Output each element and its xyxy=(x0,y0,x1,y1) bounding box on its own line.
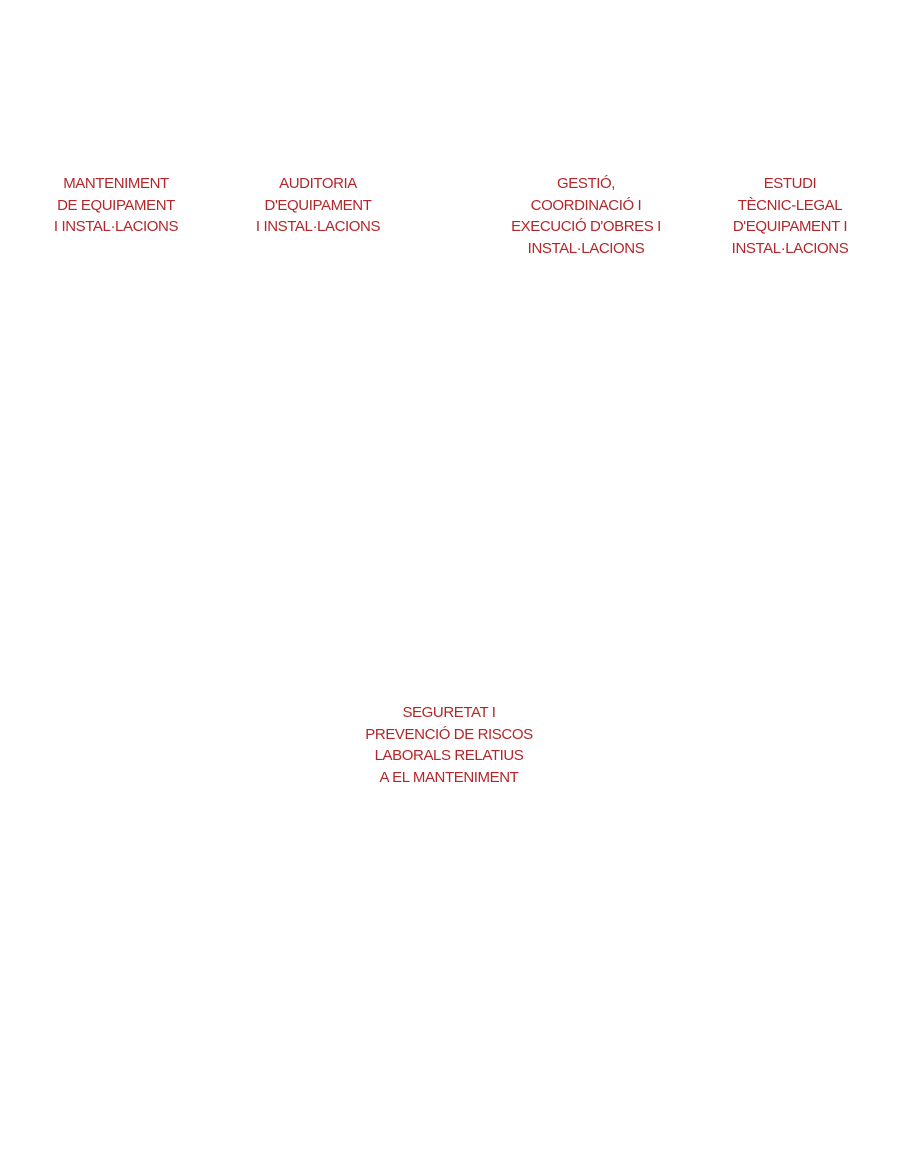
service-label-line: D'EQUIPAMENT xyxy=(264,196,372,214)
service-label-line: DE EQUIPAMENT xyxy=(57,196,175,214)
service-label-line: ESTUDI xyxy=(763,175,817,192)
service-label-seguretat: SEGURETAT I PREVENCIÓ DE RISCOS LABORALS… xyxy=(363,702,535,788)
service-label-gestio: GESTIÓ, COORDINACIÓ I EXECUCIÓ D'OBRES I… xyxy=(506,173,666,259)
service-label-line: TÈCNIC-LEGAL xyxy=(737,196,843,214)
service-label-line: INSTAL·LACIONS xyxy=(731,239,849,257)
service-label-auditoria: AUDITORIA D'EQUIPAMENT I INSTAL·LACIONS xyxy=(246,173,390,238)
service-label-line: LABORALS RELATIUS xyxy=(374,747,524,764)
service-label-line: INSTAL·LACIONS xyxy=(527,239,645,257)
service-label-line: SEGURETAT I xyxy=(402,704,496,721)
service-label-line: AUDITORIA xyxy=(279,175,357,192)
service-label-line: COORDINACIÓ I xyxy=(530,196,642,214)
service-label-manteniment: MANTENIMENT DE EQUIPAMENT I INSTAL·LACIO… xyxy=(46,173,186,238)
service-label-line: A EL MANTENIMENT xyxy=(379,768,519,786)
service-label-estudi: ESTUDI TÈCNIC-LEGAL D'EQUIPAMENT I INSTA… xyxy=(720,173,860,259)
service-label-line: EXECUCIÓ D'OBRES I xyxy=(511,218,661,235)
service-label-line: PREVENCIÓ DE RISCOS xyxy=(365,725,533,743)
service-label-line: D'EQUIPAMENT I xyxy=(732,218,848,235)
service-label-line: I INSTAL·LACIONS xyxy=(255,218,381,235)
service-label-line: I INSTAL·LACIONS xyxy=(53,218,179,235)
service-label-line: GESTIÓ, xyxy=(556,175,616,192)
service-label-line: MANTENIMENT xyxy=(63,175,169,192)
